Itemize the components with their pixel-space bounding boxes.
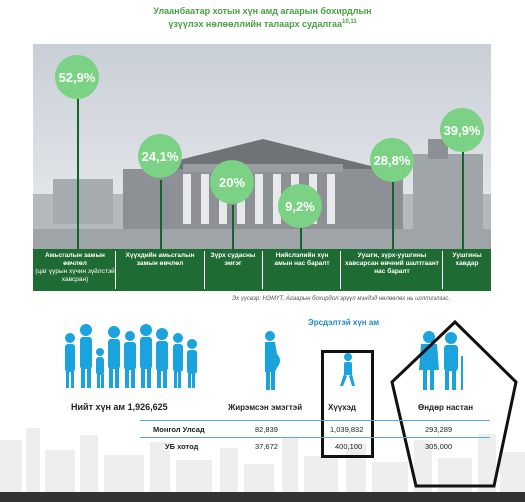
risk-title: Эрсдэлтэй хүн ам xyxy=(308,318,380,327)
children-highlight-box xyxy=(321,350,374,458)
table-cell-pregnant: 37,672 xyxy=(255,442,278,451)
table-divider xyxy=(140,420,490,421)
category-label-3: Зүрх судасны эмгэг xyxy=(210,252,256,267)
title-line-1: Улаанбаатар хотын хүн амд агаарын бохирд… xyxy=(153,6,372,16)
page-title: Улаанбаатар хотын хүн амд агаарын бохирд… xyxy=(0,6,525,30)
children-label: Хүүхэд xyxy=(328,403,356,412)
indicator-bubble-4: 9,2% xyxy=(278,184,322,228)
indicator-bubble-6: 39,9% xyxy=(440,108,484,152)
source-note: Эх үүсвэр: НЭМҮТ, Агаарын бохирдол эрүүл… xyxy=(232,296,450,302)
government-building-illustration xyxy=(33,139,491,249)
city-photo xyxy=(33,44,491,249)
pentagon-outline xyxy=(390,319,518,488)
category-label-4: Нийслэлийн хүн амын нас баралт xyxy=(274,252,330,267)
category-label-1: Амьсгалын замын өвчлөл (цаг үурын хүчин … xyxy=(35,252,115,283)
category-label-5: Уушги, зүрх-уушгины хавсарсан өвчний шал… xyxy=(345,252,439,275)
indicator-bubble-3: 20% xyxy=(210,160,254,204)
indicator-bubble-5: 28,8% xyxy=(370,138,414,182)
band-divider xyxy=(340,251,341,289)
band-divider xyxy=(262,251,263,289)
child-icon xyxy=(340,353,355,386)
table-divider xyxy=(140,437,490,438)
indicator-stem-4 xyxy=(300,228,302,249)
table-row-name: Монгол Улсад xyxy=(153,425,205,434)
population-crowd-icon xyxy=(65,324,197,388)
indicator-bubble-2: 24,1% xyxy=(138,134,182,178)
table-cell-children: 400,100 xyxy=(335,442,363,451)
bottom-bar xyxy=(0,492,525,502)
title-superscript: 10,11 xyxy=(341,19,357,25)
elderly-label: Өндөр настан xyxy=(418,403,474,412)
band-divider xyxy=(442,251,443,289)
indicator-bubble-1: 52,9% xyxy=(55,55,99,99)
band-divider xyxy=(115,251,116,289)
table-cell-pregnant: 82,839 xyxy=(255,425,278,434)
pregnant-woman-icon xyxy=(265,331,280,390)
indicator-stem-6 xyxy=(462,152,464,249)
pregnant-label: Жирэмсэн эмэгтэй xyxy=(228,403,303,412)
indicator-stem-3 xyxy=(232,205,234,249)
table-cell-children: 1,039,832 xyxy=(330,425,364,434)
table-row-name: УБ хотод xyxy=(165,442,199,451)
category-label-6: Уушгины хавдар xyxy=(452,252,482,267)
table-cell-elderly: 293,289 xyxy=(425,425,453,434)
indicator-stem-5 xyxy=(392,182,394,249)
title-line-2: үзүүлэх нөлөөллийн талаарх судалгаа10,11 xyxy=(168,19,357,29)
indicator-stem-1 xyxy=(77,88,79,249)
band-divider xyxy=(204,251,205,289)
total-population-label: Нийт хүн ам 1,926,625 xyxy=(71,402,168,412)
category-label-2: Хүүхдийн амьсгалын замын өвчлөл xyxy=(125,252,195,267)
category-sub-label-1: (цаг үурын хүчин зүйлстэй хавсран) xyxy=(35,268,115,283)
table-cell-elderly: 305,000 xyxy=(425,442,453,451)
indicator-stem-2 xyxy=(160,180,162,249)
